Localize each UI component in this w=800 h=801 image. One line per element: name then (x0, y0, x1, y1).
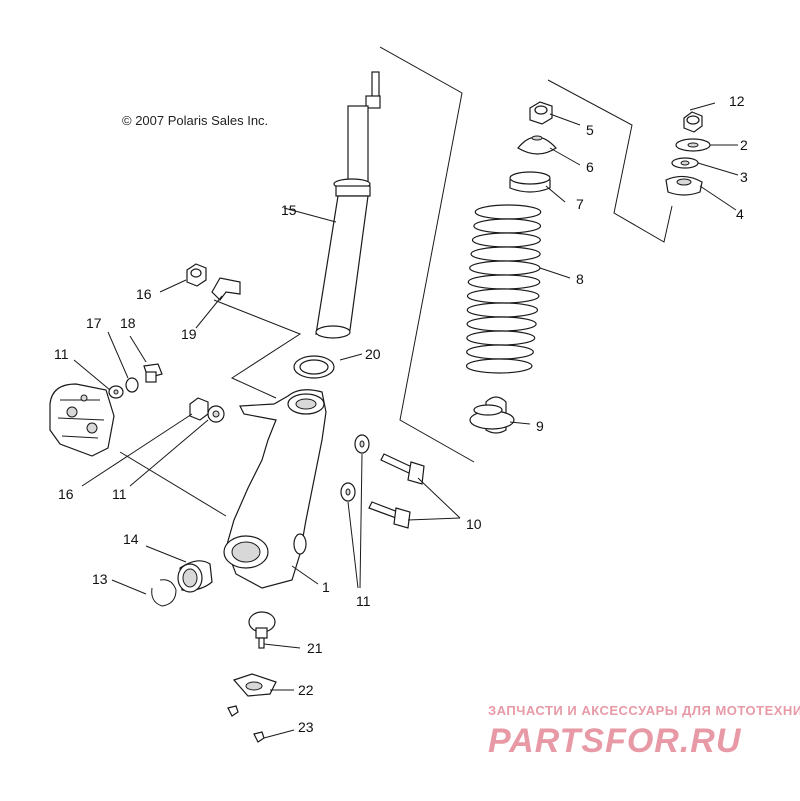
callout-23: 23 (298, 719, 314, 735)
watermark: ЗАПЧАСТИ И АКСЕССУАРЫ ДЛЯ МОТОТЕХНИКИ PA… (488, 703, 800, 760)
part-bolts (368, 453, 425, 529)
callout-1: 1 (322, 579, 330, 595)
callout-16-top: 16 (136, 286, 152, 302)
callout-8: 8 (576, 271, 584, 287)
watermark-tagline: ЗАПЧАСТИ И АКСЕССУАРЫ ДЛЯ МОТОТЕХНИКИ (488, 703, 800, 718)
spring-coil (466, 302, 539, 318)
callout-16-left: 16 (58, 486, 74, 502)
part-caliper (49, 383, 115, 457)
spring-coil (466, 330, 536, 346)
spring-coil (466, 288, 540, 304)
part-bearing-circlip (151, 560, 213, 607)
callout-22: 22 (298, 682, 314, 698)
part-strut (315, 71, 381, 339)
group-bracket-lines (213, 46, 673, 463)
callout-2: 2 (740, 137, 748, 153)
callout-6: 6 (586, 159, 594, 175)
callout-7: 7 (576, 196, 584, 212)
spring-coil (470, 246, 541, 262)
part-coil-spring (465, 204, 542, 374)
callout-14: 14 (123, 531, 139, 547)
spring-coil (469, 260, 541, 276)
part-top-mount-hardware (665, 111, 711, 196)
spring-coil (473, 218, 542, 234)
part-bump-stop (469, 396, 515, 434)
spring-coil (465, 358, 533, 374)
callout-18: 18 (120, 315, 136, 331)
callout-13: 13 (92, 571, 108, 587)
callout-11-left: 11 (112, 486, 127, 502)
callout-11-bottom: 11 (356, 593, 371, 609)
part-seal-ring (293, 355, 335, 379)
spring-coil (467, 274, 541, 290)
callout-numbers: 1 2 3 4 5 6 7 8 9 10 11 11 11 12 13 14 1… (54, 93, 748, 735)
part-upper-seats (509, 101, 557, 193)
callout-9: 9 (536, 418, 544, 434)
part-washers (108, 385, 370, 502)
callout-4: 4 (736, 206, 744, 222)
callout-20: 20 (365, 346, 381, 362)
callout-21: 21 (307, 640, 323, 656)
callout-15: 15 (281, 202, 297, 218)
callout-3: 3 (740, 169, 748, 185)
callout-11-caliper: 11 (54, 346, 69, 362)
callout-10: 10 (466, 516, 482, 532)
part-ball-joint (227, 611, 277, 743)
spring-coil (466, 316, 537, 332)
callout-17: 17 (86, 315, 102, 331)
callout-12: 12 (729, 93, 745, 109)
leader-lines (73, 102, 739, 739)
watermark-logo: PARTSFOR.RU (488, 722, 742, 760)
callout-19: 19 (181, 326, 197, 342)
part-knuckle (223, 389, 327, 589)
spring-coil (466, 344, 534, 360)
part-small-hardware (125, 263, 241, 421)
spring-coil (474, 204, 542, 220)
spring-coil (471, 232, 541, 248)
copyright-text: © 2007 Polaris Sales Inc. (122, 113, 268, 128)
callout-5: 5 (586, 122, 594, 138)
